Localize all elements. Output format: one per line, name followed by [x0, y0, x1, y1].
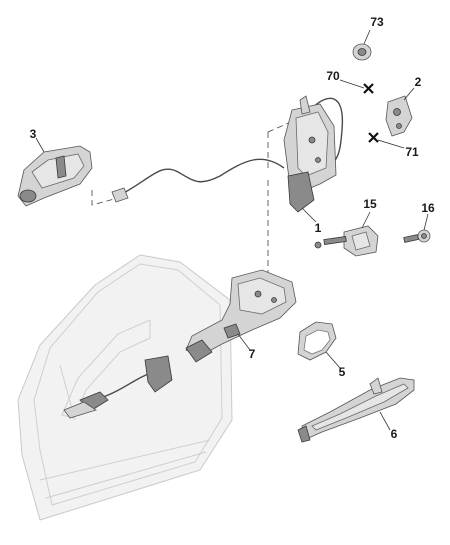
callout-6: 6 — [391, 427, 398, 441]
callout-15: 15 — [363, 197, 377, 211]
control-cable — [111, 97, 344, 203]
callout-1: 1 — [315, 221, 322, 235]
part-71-fastener — [368, 132, 379, 143]
part-70-fastener — [363, 83, 374, 94]
callout-73: 73 — [370, 15, 384, 29]
part-15-cylinder — [314, 225, 379, 257]
part-2-striker — [385, 95, 413, 137]
part-16-key-barrel — [403, 229, 431, 243]
callout-70: 70 — [326, 69, 340, 83]
leader-lines — [35, 29, 429, 431]
callout-7: 7 — [249, 347, 256, 361]
callout-71: 71 — [405, 145, 419, 159]
part-3-handle-bracket — [17, 145, 93, 207]
part-73-grommet — [352, 43, 372, 61]
part-1-lock — [283, 95, 337, 213]
part-7-control-assembly — [185, 269, 297, 363]
part-6-exterior-handle — [297, 377, 415, 443]
door-inner-mechanism — [63, 355, 173, 419]
door-panel — [17, 254, 233, 521]
callout-labels: 73 70 2 71 3 1 15 16 7 5 6 — [30, 15, 435, 441]
callout-3: 3 — [30, 127, 37, 141]
callout-5: 5 — [339, 365, 346, 379]
callout-2: 2 — [415, 75, 422, 89]
callout-16: 16 — [421, 201, 435, 215]
part-5-seal — [297, 321, 337, 361]
